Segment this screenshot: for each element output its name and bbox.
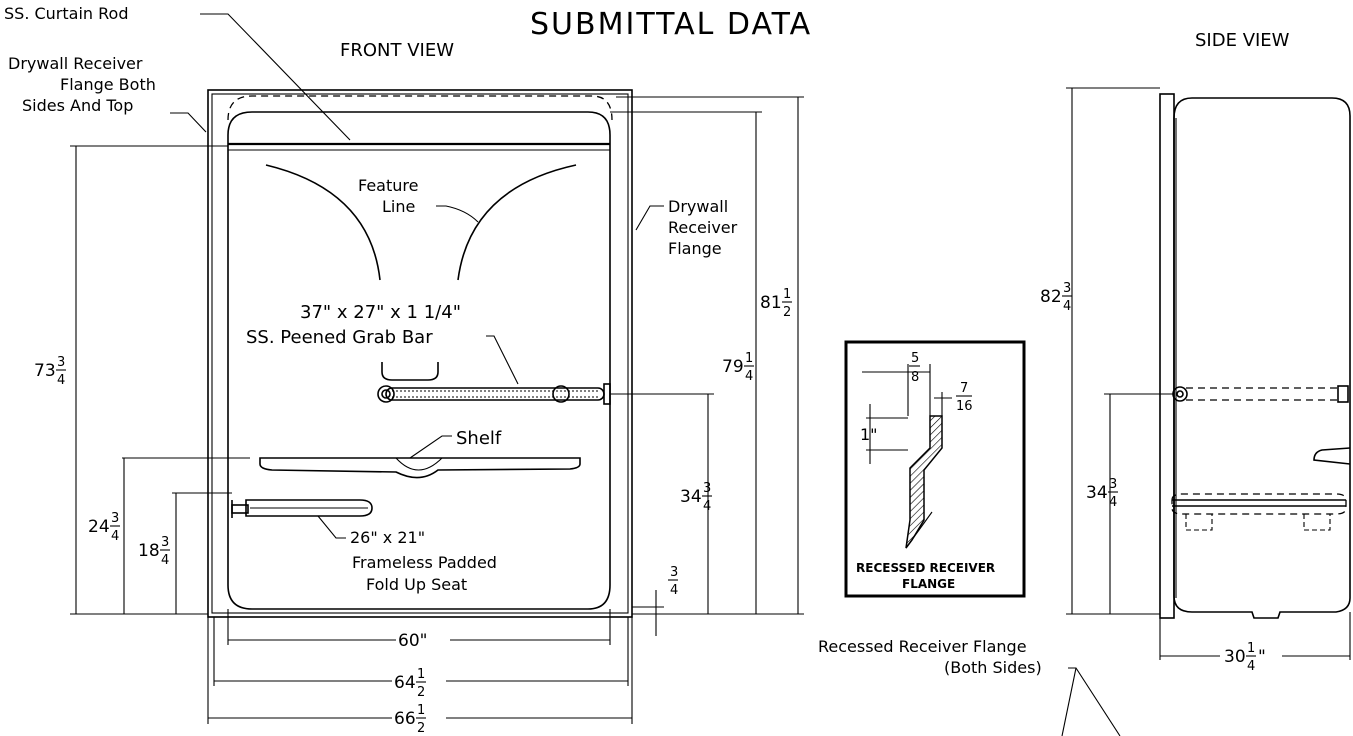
- svg-text:2: 2: [417, 685, 425, 700]
- label-drywall-flange: Drywall Receiver: [8, 54, 143, 73]
- label-shelf: Shelf: [456, 428, 502, 449]
- svg-text:Flange: Flange: [668, 239, 722, 258]
- svg-text:4: 4: [111, 529, 119, 544]
- svg-text:1: 1: [417, 667, 425, 682]
- front-view-heading: FRONT VIEW: [340, 40, 454, 61]
- svg-text:SS. Peened Grab Bar: SS. Peened Grab Bar: [246, 327, 433, 348]
- fold-up-seat: [231, 499, 373, 518]
- label-curtain-rod: SS. Curtain Rod: [4, 4, 128, 23]
- front-view: [70, 13, 804, 724]
- dim-64-1-2: 64 1 2: [392, 667, 446, 700]
- svg-text:79: 79: [722, 357, 744, 377]
- svg-text:30: 30: [1224, 647, 1246, 667]
- svg-text:Flange Both: Flange Both: [60, 75, 156, 94]
- dim-81-1-2: 81 1 2: [760, 287, 792, 320]
- svg-text:8: 8: [911, 370, 919, 385]
- side-view-heading: SIDE VIEW: [1195, 30, 1290, 51]
- svg-text:4: 4: [57, 373, 65, 388]
- drawing-title: SUBMITTAL DATA: [530, 7, 812, 42]
- svg-text:1: 1: [417, 703, 425, 718]
- svg-text:(Both Sides): (Both Sides): [944, 658, 1042, 677]
- label-seat: 26" x 21": [350, 528, 425, 547]
- dim-34-3-4-front: 34 3 4: [680, 481, 712, 514]
- svg-text:Line: Line: [382, 197, 415, 216]
- detail-caption: RECESSED RECEIVER: [856, 561, 995, 575]
- svg-text:1": 1": [860, 425, 878, 444]
- svg-text:7: 7: [960, 381, 968, 396]
- svg-text:4: 4: [703, 499, 711, 514]
- svg-text:2: 2: [417, 721, 425, 736]
- side-view: [1066, 87, 1351, 660]
- shower-unit-outline: [227, 111, 611, 610]
- svg-text:5: 5: [911, 351, 919, 366]
- svg-text:60": 60": [398, 631, 427, 651]
- dim-30-1-4: 30 1 4 ": [1220, 641, 1282, 674]
- svg-text:1: 1: [783, 287, 791, 302]
- dim-82-3-4: 82 3 4: [1040, 281, 1072, 314]
- svg-text:Receiver: Receiver: [668, 218, 738, 237]
- label-drywall-receiver: Drywall: [668, 197, 728, 216]
- svg-text:82: 82: [1040, 287, 1062, 307]
- svg-text:3: 3: [670, 565, 678, 580]
- dim-18-3-4: 18 3 4: [138, 535, 170, 568]
- label-grab-bar: 37" x 27" x 1 1/4": [300, 302, 461, 323]
- recessed-flange-detail: 5 8 7 16 1" RECESSED RECEIVER FLANGE: [844, 340, 1026, 598]
- svg-text:73: 73: [34, 361, 56, 381]
- svg-text:24: 24: [88, 517, 110, 537]
- svg-text:Frameless Padded: Frameless Padded: [352, 553, 497, 572]
- svg-text:4: 4: [1109, 495, 1117, 510]
- svg-text:3: 3: [1109, 477, 1117, 492]
- svg-text:3: 3: [1063, 281, 1071, 296]
- feature-line-left: [265, 164, 381, 281]
- dim-34-3-4-side: 34 3 4: [1086, 477, 1118, 510]
- side-shelf: [1313, 447, 1351, 465]
- svg-text:4: 4: [161, 553, 169, 568]
- svg-text:4: 4: [670, 583, 678, 598]
- label-recessed-flange: Recessed Receiver Flange: [818, 637, 1027, 656]
- dim-24-3-4: 24 3 4: [88, 511, 120, 544]
- svg-text:Fold Up Seat: Fold Up Seat: [366, 575, 467, 594]
- svg-text:FLANGE: FLANGE: [902, 577, 955, 591]
- svg-text:2: 2: [783, 305, 791, 320]
- svg-text:1: 1: [1247, 641, 1255, 656]
- svg-text:3: 3: [57, 355, 65, 370]
- svg-text:4: 4: [1063, 299, 1071, 314]
- svg-text:4: 4: [1247, 659, 1255, 674]
- dim-79-1-4: 79 1 4: [722, 351, 754, 384]
- dim-60: 60": [396, 628, 450, 651]
- dim-66-1-2: 66 1 2: [392, 703, 446, 736]
- feature-line-right: [457, 164, 577, 281]
- shelf: [259, 457, 581, 479]
- grab-bar: [377, 383, 611, 405]
- svg-text:1: 1: [745, 351, 753, 366]
- svg-text:16: 16: [956, 399, 973, 414]
- svg-text:": ": [1258, 647, 1266, 667]
- svg-text:66: 66: [394, 709, 416, 729]
- drywall-flange-outline: [207, 89, 633, 618]
- dim-3-4: 3 4: [668, 565, 678, 598]
- svg-text:4: 4: [745, 369, 753, 384]
- side-seat: [1171, 493, 1347, 515]
- side-unit-outline: [1173, 97, 1351, 619]
- svg-text:81: 81: [760, 293, 782, 313]
- dim-73-3-4: 73 3 4: [34, 355, 66, 388]
- svg-text:3: 3: [703, 481, 711, 496]
- svg-text:18: 18: [138, 541, 160, 561]
- svg-text:3: 3: [161, 535, 169, 550]
- svg-text:34: 34: [680, 487, 702, 507]
- svg-text:3: 3: [111, 511, 119, 526]
- svg-text:34: 34: [1086, 483, 1108, 503]
- svg-text:64: 64: [394, 673, 416, 693]
- label-feature-line: Feature: [358, 176, 418, 195]
- svg-text:Sides And Top: Sides And Top: [22, 96, 133, 115]
